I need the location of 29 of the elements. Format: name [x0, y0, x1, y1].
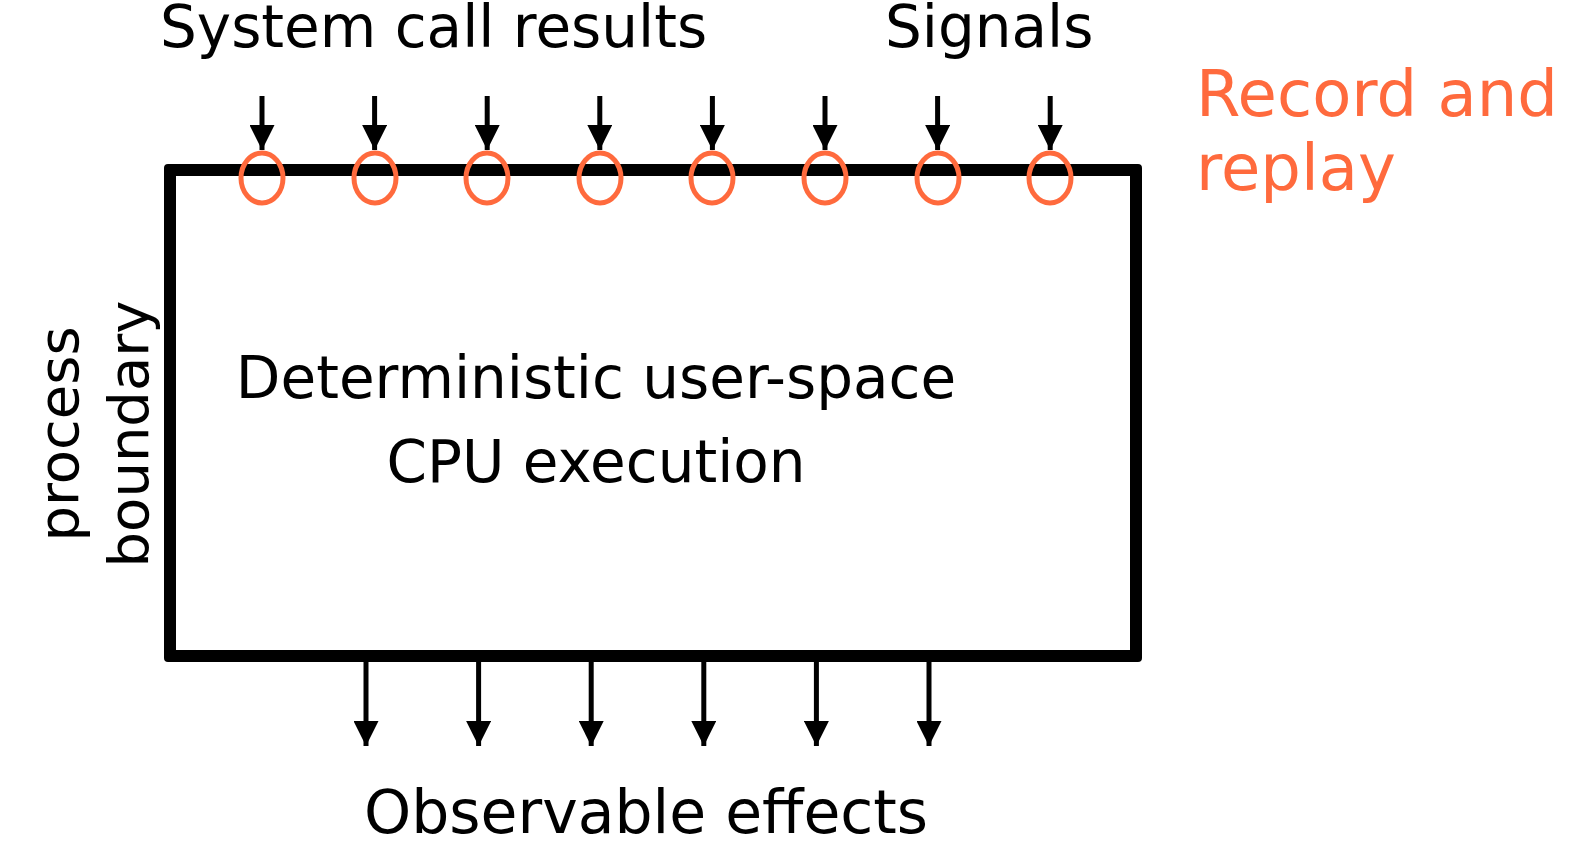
- input-label: Signals: [885, 0, 1094, 61]
- arrow: [362, 96, 388, 150]
- arrow: [925, 96, 951, 150]
- ring-marker: [1026, 150, 1075, 206]
- output-label: Observable effects: [364, 778, 929, 847]
- arrow: [812, 96, 838, 150]
- arrow: [691, 662, 717, 746]
- arrow: [1037, 96, 1063, 150]
- ring-marker: [463, 150, 512, 206]
- arrow: [249, 96, 275, 150]
- ring-marker: [575, 150, 624, 206]
- ring-marker: [801, 150, 849, 206]
- ring-marker: [238, 150, 286, 206]
- ring-marker: [350, 150, 399, 206]
- arrow: [578, 662, 604, 746]
- arrow: [474, 96, 500, 150]
- arrow: [803, 662, 829, 746]
- input-label: System call results: [160, 0, 708, 61]
- arrow: [587, 96, 613, 150]
- boundary-label: process boundary: [25, 299, 162, 570]
- ring-marker: [913, 150, 962, 206]
- process-box: [164, 164, 1142, 662]
- annotation-note: Record and replay: [1196, 58, 1559, 206]
- arrow: [466, 662, 492, 746]
- ring-marker: [688, 150, 737, 206]
- arrow: [699, 96, 725, 150]
- arrow: [916, 662, 942, 746]
- arrow: [353, 662, 379, 746]
- box-label: Deterministic user-space CPU execution: [234, 343, 958, 498]
